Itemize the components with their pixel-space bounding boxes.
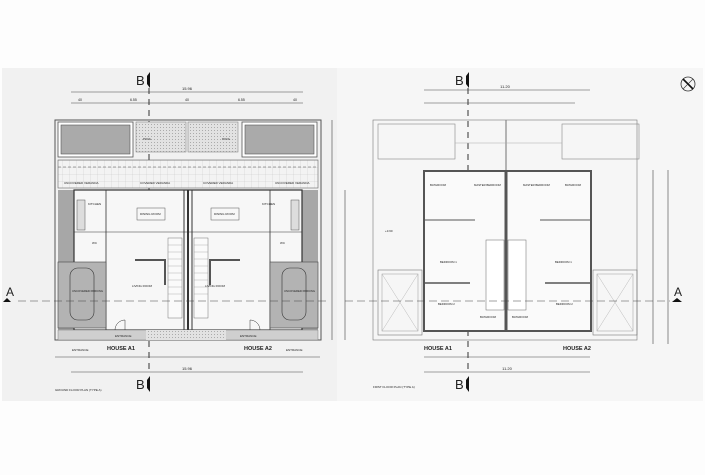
room-label: BEDROOM 2 — [556, 302, 573, 306]
room-label: BEDROOM 1 — [555, 260, 572, 264]
dim: 6.55 — [238, 98, 245, 102]
dim: 40 — [185, 98, 189, 102]
north-arrow-icon — [680, 76, 696, 92]
room-label: LIVING ROOM — [132, 284, 153, 288]
car-icon — [281, 267, 307, 321]
first-floor-caption: FIRST FLOOR PLAN (TYPE A) — [373, 385, 415, 389]
house-label: HOUSE A2 — [563, 346, 591, 352]
overall-width-top: 11.20 — [500, 84, 510, 89]
section-arrow-icon — [147, 72, 150, 88]
pool-label: POOL — [222, 137, 231, 141]
room-label: ENTRANCE — [286, 348, 303, 352]
dim: 6.55 — [130, 98, 137, 102]
section-arrow-icon — [466, 376, 469, 392]
section-marker-a-right: A — [674, 285, 682, 299]
room-label: KITCHEN — [262, 202, 275, 206]
room-label: BATHROOM — [512, 315, 529, 319]
room-label: WC — [280, 241, 286, 245]
section-arrow-icon — [3, 298, 11, 302]
section-marker-a-left: A — [6, 285, 14, 299]
house-label: HOUSE A2 — [244, 346, 272, 352]
overall-width-bottom: 15.96 — [182, 366, 193, 371]
section-arrow-icon — [147, 376, 150, 392]
car-icon — [69, 267, 95, 321]
section-arrow-icon — [466, 72, 469, 88]
room-label: BATHROOM — [480, 315, 497, 319]
room-label: DINING ROOM — [214, 212, 235, 216]
section-marker-b-top: B — [455, 73, 464, 88]
room-label: UNCOVERED VERANDA — [64, 181, 99, 185]
room-label: UNCOVERED PARKING — [284, 289, 315, 293]
overall-width-top: 15.96 — [182, 86, 193, 91]
section-marker-b-bottom: B — [136, 377, 145, 392]
room-label: UNCOVERED VERANDA — [275, 181, 310, 185]
section-arrow-icon — [672, 298, 682, 302]
room-label: KITCHEN — [88, 202, 101, 206]
room-label: BEDROOM 2 — [438, 302, 455, 306]
room-label: LIVING ROOM — [205, 284, 226, 288]
overall-width-bottom: 11.20 — [502, 366, 512, 371]
room-label: MASTER BEDROOM — [474, 183, 502, 187]
ground-floor-plan: 15.96 40 6.55 40 6.55 40 B POOL POOL UNC… — [3, 72, 346, 392]
section-marker-b-top: B — [136, 73, 145, 88]
section-marker-b-bottom: B — [455, 377, 464, 392]
room-label: BATHROOM — [430, 183, 447, 187]
room-label: COVERED VERANDA — [140, 181, 170, 185]
room-label: ENTRANCE — [240, 334, 257, 338]
dim: 40 — [293, 98, 297, 102]
room-label: MASTER BEDROOM — [523, 183, 551, 187]
house-label: HOUSE A1 — [424, 346, 452, 352]
pool-label: POOL — [143, 137, 152, 141]
room-label: BATHROOM — [565, 183, 582, 187]
ground-floor-caption: GROUND FLOOR PLAN (TYPE A) — [55, 388, 102, 392]
room-label: COVERED VERANDA — [203, 181, 233, 185]
house-label: HOUSE A1 — [107, 346, 135, 352]
room-label: BEDROOM 1 — [440, 260, 457, 264]
room-label: UNCOVERED PARKING — [72, 289, 103, 293]
room-label: ENTRANCE — [72, 348, 89, 352]
first-floor-plan: B 11.20 BATHROOM MASTER BEDROOM MASTER B… — [345, 72, 696, 392]
dim: 40 — [78, 98, 82, 102]
room-label: DINING ROOM — [140, 212, 161, 216]
room-label: ENTRANCE — [115, 334, 132, 338]
room-label: WC — [92, 241, 98, 245]
level-mark: +3.60 — [385, 229, 393, 233]
